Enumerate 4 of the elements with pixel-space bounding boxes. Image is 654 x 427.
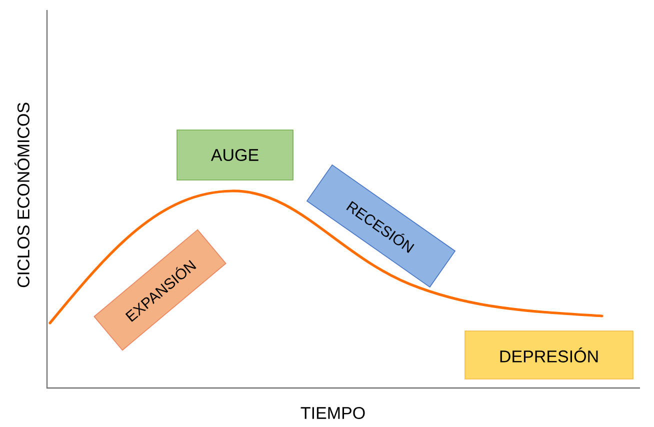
- axis-label: TIEMPO: [300, 406, 365, 420]
- phase-box: AUGE: [176, 130, 294, 180]
- phase-box: DEPRESIÓN: [464, 330, 634, 380]
- axis-label: CICLOS ECONÓMICOS: [14, 102, 30, 288]
